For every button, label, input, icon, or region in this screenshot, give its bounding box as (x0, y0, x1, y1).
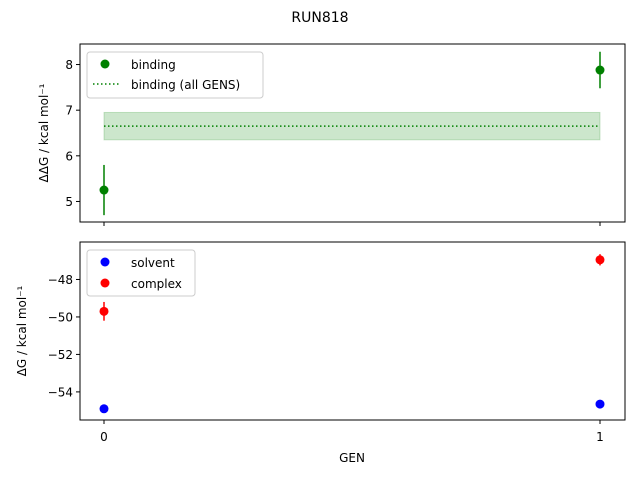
legend-marker-binding (100, 59, 110, 69)
bottom-legend-box (86, 249, 196, 297)
xtick-label: 0 (100, 430, 108, 444)
point-complex (595, 255, 605, 265)
top-ytick-label: 8 (65, 58, 73, 72)
legend-label-binding: binding (131, 58, 176, 72)
legend-marker-solvent (100, 257, 110, 267)
xtick-label: 1 (596, 430, 604, 444)
legend-label-binding-all-gens: binding (all GENS) (131, 78, 240, 92)
top-legend: binding binding (all GENS) (86, 51, 264, 99)
bottom-ytick-label: −52 (48, 348, 73, 362)
top-legend-box (86, 51, 264, 99)
bottom-ylabel: ΔG / kcal mol⁻¹ (15, 285, 29, 376)
bottom-panel: ΔG / kcal mol⁻¹ solvent complex −54 −52 −5… (15, 241, 626, 424)
point-complex (99, 306, 109, 316)
top-ytick-label: 7 (65, 104, 73, 118)
point-solvent (595, 399, 605, 409)
point-binding (99, 185, 109, 195)
top-ytick-label: 6 (65, 149, 73, 163)
top-plot-frame (79, 43, 626, 223)
bottom-plot-frame (79, 241, 626, 421)
legend-label-solvent: solvent (131, 256, 175, 270)
bottom-legend: solvent complex (86, 249, 196, 297)
top-panel: ΔΔG / kcal mol⁻¹ binding binding (all GE… (37, 43, 626, 226)
figure-title: RUN818 (291, 10, 348, 26)
bottom-ytick-label: −50 (48, 310, 73, 324)
point-solvent (99, 404, 109, 414)
legend-label-complex: complex (131, 277, 182, 291)
legend-marker-complex (100, 278, 110, 288)
top-ylabel: ΔΔG / kcal mol⁻¹ (37, 83, 51, 182)
bottom-ytick-label: −54 (48, 385, 73, 399)
bottom-ytick-label: −48 (48, 273, 73, 287)
x-axis-label: GEN (339, 451, 365, 465)
top-ytick-label: 5 (65, 195, 73, 209)
point-binding (595, 65, 605, 75)
